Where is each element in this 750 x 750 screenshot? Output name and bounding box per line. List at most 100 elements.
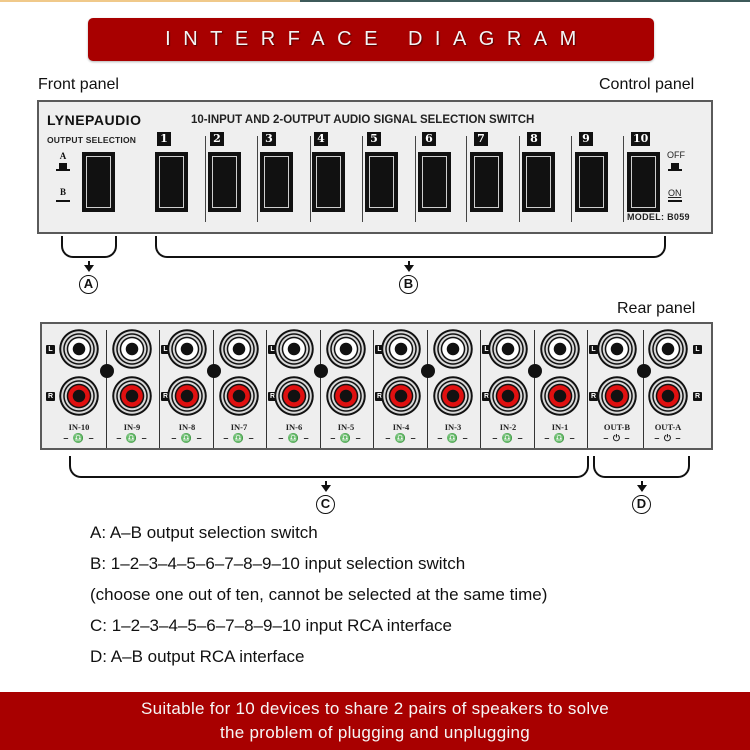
description-c: C: 1–2–3–4–5–6–7–8–9–10 input RCA interf… <box>90 616 453 635</box>
description-d: D: A–B output RCA interface <box>90 647 305 666</box>
switch-1-number: 1 <box>157 132 171 146</box>
rca-jack-in8-right[interactable] <box>167 376 207 416</box>
a-pressed-indicator-icon <box>59 163 67 169</box>
brand-logo: LYNEPAUDIO <box>47 112 142 128</box>
switch-divider <box>415 136 416 222</box>
switch-divider <box>623 136 624 222</box>
output-a-label: A <box>59 151 67 161</box>
rca-jack-in1-right[interactable] <box>540 376 580 416</box>
ground-screw-icon <box>100 364 114 378</box>
rca-jack-in7-right[interactable] <box>219 376 259 416</box>
switch-divider <box>205 136 206 222</box>
rca-jack-outb-right[interactable] <box>597 376 637 416</box>
footer-line-1: Suitable for 10 devices to share 2 pairs… <box>140 699 610 718</box>
input-switch-3[interactable] <box>260 152 293 212</box>
port-label-in1: IN-1 <box>551 422 569 432</box>
switch-divider <box>571 136 572 222</box>
input-port-icon: – ♎ – <box>116 433 148 443</box>
callout-c: C <box>316 495 335 514</box>
output-selection-switch[interactable] <box>82 152 115 212</box>
rca-jack-outb-left[interactable] <box>597 329 637 369</box>
rca-jack-in9-left[interactable] <box>112 329 152 369</box>
rca-jack-in3-right[interactable] <box>433 376 473 416</box>
input-switch-6[interactable] <box>418 152 451 212</box>
output-b-label: B <box>59 187 66 197</box>
left-channel-tag: L <box>482 345 491 354</box>
input-port-icon: – ♎ – <box>544 433 576 443</box>
arrow-down-icon <box>404 265 414 272</box>
group-divider <box>480 330 481 448</box>
callout-b: B <box>399 275 418 294</box>
rca-jack-in6-right[interactable] <box>274 376 314 416</box>
input-switch-1[interactable] <box>155 152 188 212</box>
input-switch-10[interactable] <box>627 152 660 212</box>
switch-divider <box>257 136 258 222</box>
rca-jack-outa-right[interactable] <box>648 376 688 416</box>
rca-jack-in2-right[interactable] <box>488 376 528 416</box>
left-channel-tag: L <box>375 345 384 354</box>
output-selection-label: OUTPUT SELECTION <box>47 135 137 145</box>
input-port-icon: – ♎ – <box>492 433 524 443</box>
input-switch-9[interactable] <box>575 152 608 212</box>
title-banner: INTERFACE DIAGRAM <box>88 18 654 61</box>
rca-jack-in10-right[interactable] <box>59 376 99 416</box>
off-indicator-icon <box>671 163 679 169</box>
right-channel-tag: R <box>482 392 491 401</box>
rca-jack-in9-right[interactable] <box>112 376 152 416</box>
rca-jack-in1-left[interactable] <box>540 329 580 369</box>
input-port-icon: – ♎ – <box>385 433 417 443</box>
group-divider <box>159 330 160 448</box>
arrow-c-stem <box>325 481 327 485</box>
footer-banner: Suitable for 10 devices to share 2 pairs… <box>0 692 750 750</box>
front-panel: LYNEPAUDIO OUTPUT SELECTION 10-INPUT AND… <box>37 100 713 234</box>
ground-screw-icon <box>314 364 328 378</box>
port-divider <box>643 330 644 448</box>
rear-panel: L R IN-10 – ♎ – IN-9 – ♎ – L R IN-8 – ♎ … <box>40 322 713 450</box>
rca-jack-in5-left[interactable] <box>326 329 366 369</box>
switch-7-number: 7 <box>474 132 488 146</box>
arrow-d-stem <box>641 481 643 485</box>
off-indicator-base <box>668 169 682 171</box>
rca-jack-in4-right[interactable] <box>381 376 421 416</box>
arrow-b-stem <box>408 261 410 265</box>
input-port-icon: – ♎ – <box>171 433 203 443</box>
port-label-in2: IN-2 <box>499 422 517 432</box>
input-switch-5[interactable] <box>365 152 398 212</box>
left-channel-tag: L <box>589 345 598 354</box>
ground-screw-icon <box>637 364 651 378</box>
panel-heading: 10-INPUT AND 2-OUTPUT AUDIO SIGNAL SELEC… <box>191 114 535 126</box>
input-port-icon: – ♎ – <box>63 433 95 443</box>
rca-jack-in8-left[interactable] <box>167 329 207 369</box>
input-switch-8[interactable] <box>522 152 555 212</box>
port-divider <box>213 330 214 448</box>
rca-jack-in7-left[interactable] <box>219 329 259 369</box>
description-b-note: (choose one out of ten, cannot be select… <box>90 585 548 604</box>
input-switch-2[interactable] <box>208 152 241 212</box>
input-switch-4[interactable] <box>312 152 345 212</box>
callout-a: A <box>79 275 98 294</box>
arrow-down-icon <box>637 485 647 492</box>
control-panel-label: Control panel <box>599 76 695 93</box>
rear-panel-label: Rear panel <box>617 300 696 317</box>
rca-jack-in5-right[interactable] <box>326 376 366 416</box>
rca-jack-in4-left[interactable] <box>381 329 421 369</box>
front-panel-label: Front panel <box>38 76 119 93</box>
rca-jack-in6-left[interactable] <box>274 329 314 369</box>
b-indicator-base-icon <box>56 200 70 202</box>
group-divider <box>373 330 374 448</box>
right-channel-tag: R <box>693 392 702 401</box>
port-label-in10: IN-10 <box>68 422 90 432</box>
rca-jack-in2-left[interactable] <box>488 329 528 369</box>
ground-screw-icon <box>528 364 542 378</box>
input-switch-7[interactable] <box>470 152 503 212</box>
top-accent-strip-left <box>0 0 300 2</box>
left-channel-tag: L <box>268 345 277 354</box>
switch-4-number: 4 <box>314 132 328 146</box>
rca-jack-in3-left[interactable] <box>433 329 473 369</box>
switch-divider <box>362 136 363 222</box>
rca-jack-outa-left[interactable] <box>648 329 688 369</box>
description-b: B: 1–2–3–4–5–6–7–8–9–10 input selection … <box>90 554 466 573</box>
rca-jack-in10-left[interactable] <box>59 329 99 369</box>
switch-3-number: 3 <box>262 132 276 146</box>
top-accent-strip-right <box>300 0 750 2</box>
